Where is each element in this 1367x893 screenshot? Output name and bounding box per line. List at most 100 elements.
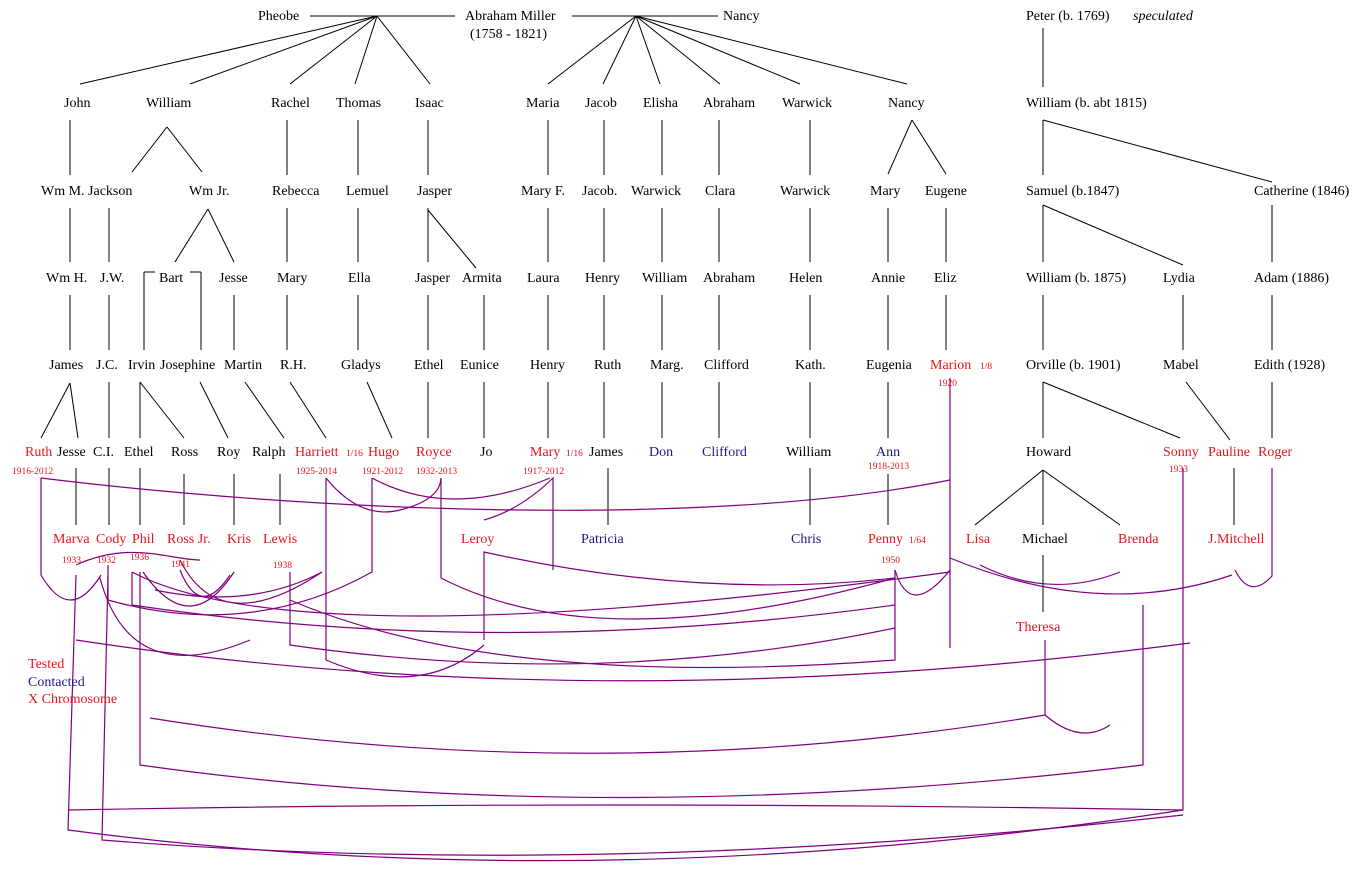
- person-label-eugenia: Eugenia: [866, 358, 913, 373]
- tree-connector: [69, 382, 79, 439]
- dna-match-line: [101, 574, 1184, 856]
- person-label-j-mitchell: J.Mitchell: [1208, 532, 1264, 547]
- person-label-mabel: Mabel: [1163, 358, 1199, 373]
- person-label-william3: William: [642, 271, 687, 286]
- person-label-marion-frac: 1/8: [980, 362, 992, 372]
- dna-match-line: [131, 571, 951, 617]
- person-label-lewis: Lewis: [263, 532, 297, 547]
- person-label-patricia: Patricia: [581, 532, 625, 547]
- person-label-cody: Cody: [96, 532, 126, 547]
- person-label-rebecca: Rebecca: [272, 184, 320, 199]
- person-label-mary-n: Mary: [870, 184, 900, 199]
- person-label-ruth2-dates: 1916-2012: [12, 467, 53, 477]
- person-label-mary4: Mary: [530, 445, 560, 460]
- person-label-lydia: Lydia: [1163, 271, 1196, 286]
- person-label-marva: Marva: [53, 532, 90, 547]
- person-label-eugene: Eugene: [925, 184, 967, 199]
- dna-match-line: [40, 478, 102, 601]
- tree-connector: [354, 15, 378, 85]
- person-label-lewis-year: 1938: [273, 561, 292, 571]
- dna-match-line: [131, 572, 896, 634]
- person-label-ralph: Ralph: [252, 445, 285, 460]
- person-label-martin: Martin: [224, 358, 262, 373]
- person-label-irvin: Irvin: [128, 358, 155, 373]
- person-label-harriett: Harriett: [295, 445, 339, 460]
- person-label-john: John: [64, 96, 90, 111]
- dna-match-line: [979, 564, 1121, 586]
- person-label-roy: Roy: [217, 445, 240, 460]
- tree-connector: [602, 15, 637, 85]
- tree-connector: [635, 15, 801, 85]
- person-label-ruth1: Ruth: [594, 358, 621, 373]
- person-label-jo: Jo: [480, 445, 492, 460]
- tree-connector: [635, 15, 721, 85]
- person-label-mary-f: Mary F.: [521, 184, 565, 199]
- person-label-marva-year: 1933: [62, 556, 81, 566]
- person-label-catherine: Catherine (1846): [1254, 184, 1350, 199]
- tree-connector: [1185, 381, 1231, 441]
- person-label-abraham3: Abraham: [703, 271, 755, 286]
- person-label-penny: Penny: [868, 532, 903, 547]
- dna-match-line: [894, 569, 951, 596]
- person-label-roger: Roger: [1258, 445, 1293, 460]
- dna-match-line: [483, 551, 896, 640]
- person-label-jasper2: Jasper: [415, 271, 450, 286]
- person-label-marion-year: 1920: [938, 379, 957, 389]
- person-label-james2: James: [589, 445, 623, 460]
- dna-match-line: [179, 559, 323, 604]
- person-label-marion: Marion: [930, 358, 971, 373]
- person-label-royce: Royce: [416, 445, 452, 460]
- person-label-clifford2: Clifford: [702, 445, 747, 460]
- person-label-ethel1: Ethel: [414, 358, 444, 373]
- person-label-michael: Michael: [1022, 532, 1068, 547]
- person-label-warwick: Warwick: [782, 96, 832, 111]
- person-label-samuel: Samuel (b.1847): [1026, 184, 1120, 199]
- dna-match-line: [440, 478, 896, 620]
- dna-match-line: [139, 572, 1144, 799]
- person-label-william-abt: William (b. abt 1815): [1026, 96, 1147, 111]
- person-label-gladys: Gladys: [341, 358, 381, 373]
- legend-item-tested: Tested: [28, 657, 64, 672]
- dna-match-line: [325, 478, 485, 678]
- person-label-elisha: Elisha: [643, 96, 679, 111]
- person-label-ruth2: Ruth: [25, 445, 52, 460]
- person-label-brenda: Brenda: [1118, 532, 1159, 547]
- person-label-mary4-frac: 1/16: [566, 449, 583, 459]
- person-label-maria: Maria: [526, 96, 560, 111]
- dna-match-line: [75, 639, 1191, 682]
- person-label-lemuel: Lemuel: [346, 184, 389, 199]
- tree-connector: [547, 15, 637, 85]
- tree-connector: [289, 381, 327, 439]
- person-label-jasper: Jasper: [417, 184, 452, 199]
- person-label-kath: Kath.: [795, 358, 826, 373]
- dna-match-line: [1234, 468, 1273, 588]
- person-label-clifford1: Clifford: [704, 358, 749, 373]
- person-label-rachel: Rachel: [271, 96, 310, 111]
- person-label-mary3: Mary: [277, 271, 307, 286]
- legend-item-x-chromosome: X Chromosome: [28, 692, 117, 707]
- person-label-hugo-dates: 1921-2012: [362, 467, 403, 477]
- person-label-harriett-dates: 1925-2014: [296, 467, 337, 477]
- tree-connector: [1042, 469, 1121, 526]
- tree-connector: [174, 208, 209, 263]
- person-label-ann-dates: 1918-2013: [868, 462, 909, 472]
- person-label-royce-dates: 1932-2013: [416, 467, 457, 477]
- tree-connector: [427, 209, 477, 269]
- person-label-penny-year: 1950: [881, 556, 900, 566]
- person-label-william4: William: [786, 445, 831, 460]
- dna-match-line: [289, 572, 896, 665]
- tree-connector: [366, 381, 393, 439]
- person-label-henry1: Henry: [585, 271, 620, 286]
- dna-match-line: [179, 569, 231, 597]
- person-label-warwick2: Warwick: [631, 184, 681, 199]
- tree-connector: [40, 382, 71, 439]
- dna-match-line: [142, 571, 235, 607]
- person-label-josephine: Josephine: [160, 358, 215, 373]
- person-label-jacob: Jacob: [585, 96, 617, 111]
- dna-match-line: [154, 571, 323, 598]
- tree-connector: [635, 15, 908, 85]
- tree-connector: [166, 126, 203, 173]
- tree-connector: [376, 15, 431, 85]
